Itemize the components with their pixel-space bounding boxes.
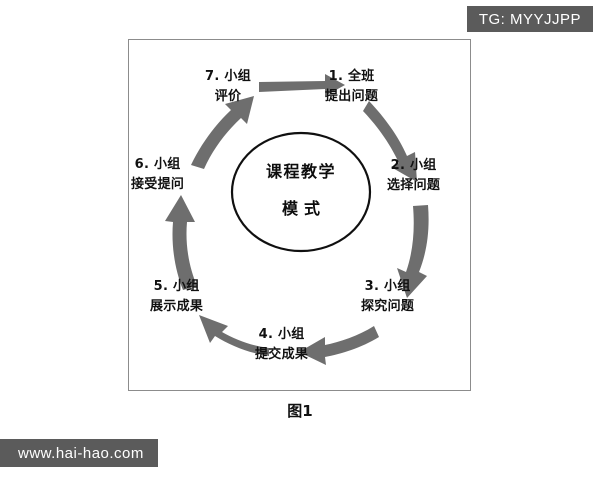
node-7-line1: 7. 小组 — [205, 69, 252, 84]
node-5-line1: 5. 小组 — [153, 279, 200, 294]
node-label-6: 6. 小组 接受提问 — [131, 155, 184, 195]
watermark-badge-bottom-left: www.hai-hao.com — [0, 439, 158, 467]
node-2-line2: 选择问题 — [387, 178, 441, 194]
node-1-line1: 1. 全班 — [328, 69, 375, 84]
arrow-7-to-1 — [259, 74, 345, 96]
figure-frame: 课程教学 模式 1. 全班 提出问题 2. 小组 选择问题 3. 小组 探究问题… — [128, 39, 471, 391]
center-label: 课程教学 模式 — [236, 164, 366, 217]
node-label-3: 3. 小组 探究问题 — [361, 277, 414, 317]
node-1-line2: 提出问题 — [325, 89, 379, 105]
cycle-diagram — [165, 74, 429, 365]
node-4-line2: 提交成果 — [255, 347, 309, 363]
node-2-line1: 2. 小组 — [390, 158, 437, 173]
node-3-line1: 3. 小组 — [364, 279, 411, 294]
arrow-5-to-6 — [165, 195, 197, 290]
arrow-1-to-2 — [363, 101, 417, 182]
node-label-1: 1. 全班 提出问题 — [325, 67, 378, 107]
node-6-line2: 接受提问 — [131, 177, 185, 193]
arrow-6-to-7 — [191, 96, 254, 169]
watermark-badge-top-right: TG: MYYJJPP — [466, 6, 593, 32]
node-label-5: 5. 小组 展示成果 — [150, 277, 203, 317]
arrow-3-to-4 — [299, 326, 379, 365]
center-label-line1: 课程教学 — [265, 162, 336, 181]
node-label-7: 7. 小组 评价 — [205, 67, 251, 107]
node-5-line2: 展示成果 — [150, 299, 204, 315]
arrow-2-to-3 — [397, 205, 429, 298]
node-label-4: 4. 小组 提交成果 — [255, 325, 308, 365]
center-label-line2: 模式 — [281, 199, 326, 218]
node-label-2: 2. 小组 选择问题 — [387, 156, 440, 196]
center-circle — [230, 131, 372, 253]
node-7-line2: 评价 — [214, 89, 242, 105]
node-6-line1: 6. 小组 — [134, 157, 181, 172]
node-4-line1: 4. 小组 — [258, 327, 305, 342]
arrow-4-to-5 — [199, 315, 269, 356]
figure-caption: 图1 — [287, 402, 313, 420]
node-3-line2: 探究问题 — [361, 299, 415, 315]
